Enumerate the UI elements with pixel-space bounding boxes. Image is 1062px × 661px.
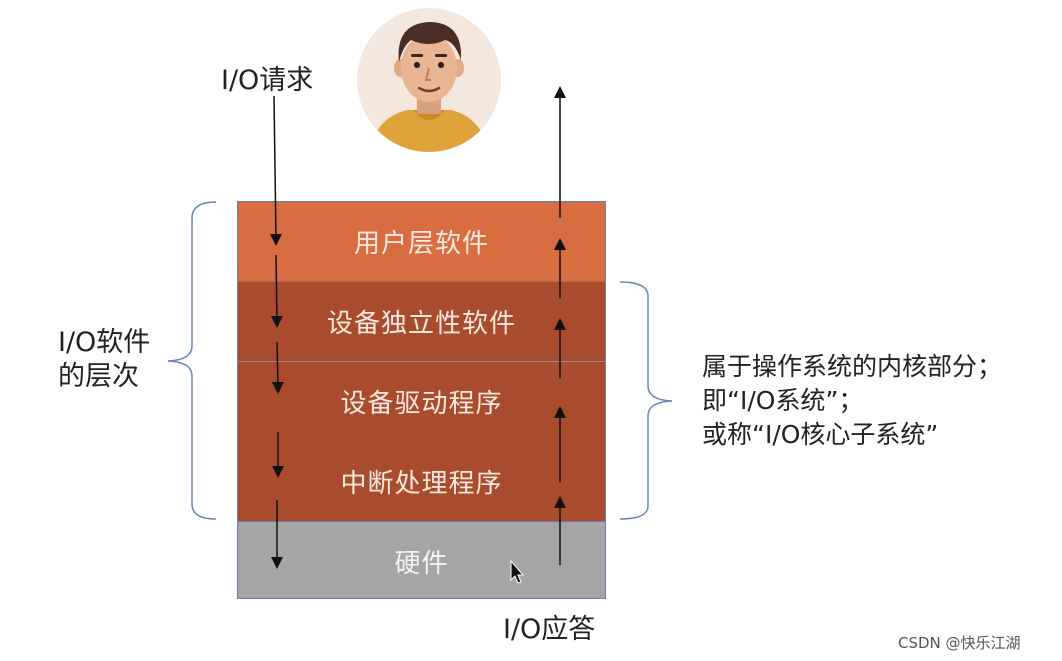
- layer-label: 硬件: [394, 548, 449, 579]
- layer-hardware: 硬件: [238, 521, 605, 598]
- right-brace: [619, 281, 673, 520]
- note-line: 或称“I/O核心子系统”: [702, 420, 939, 449]
- layer-user-software: 用户层软件: [238, 202, 605, 281]
- left-brace: [167, 201, 217, 520]
- kernel-note: 属于操作系统的内核部分； 即“I/O系统”； 或称“I/O核心子系统”: [702, 350, 1002, 452]
- label-line: I/O软件: [58, 327, 151, 358]
- label-line: 的层次: [58, 361, 139, 392]
- arrow-down-icon: [271, 341, 284, 394]
- user-avatar-icon: [357, 8, 501, 152]
- note-line: 即“I/O系统”；: [702, 386, 864, 415]
- layer-device-driver: 设备驱动程序: [238, 361, 605, 441]
- io-response-label: I/O应答: [503, 614, 596, 645]
- watermark: CSDN @快乐江湖: [898, 634, 1021, 652]
- io-request-label: I/O请求: [221, 65, 314, 96]
- layer-label: 用户层软件: [353, 229, 489, 259]
- layer-label: 中断处理程序: [340, 468, 503, 499]
- io-layer-stack: 用户层软件 设备独立性软件 设备驱动程序 中断处理程序 硬件: [237, 201, 606, 599]
- io-software-levels-label: I/O软件 的层次: [58, 326, 150, 394]
- layer-device-independent-software: 设备独立性软件: [238, 281, 605, 361]
- arrow-down-icon: [270, 254, 283, 328]
- layer-label: 设备独立性软件: [326, 309, 516, 339]
- note-line: 属于操作系统的内核部分；: [702, 352, 1003, 381]
- mouse-cursor-icon: [510, 559, 525, 584]
- layer-label: 设备驱动程序: [340, 389, 503, 419]
- arrow-down-icon: [269, 95, 282, 246]
- layer-interrupt-handler: 中断处理程序: [238, 441, 605, 521]
